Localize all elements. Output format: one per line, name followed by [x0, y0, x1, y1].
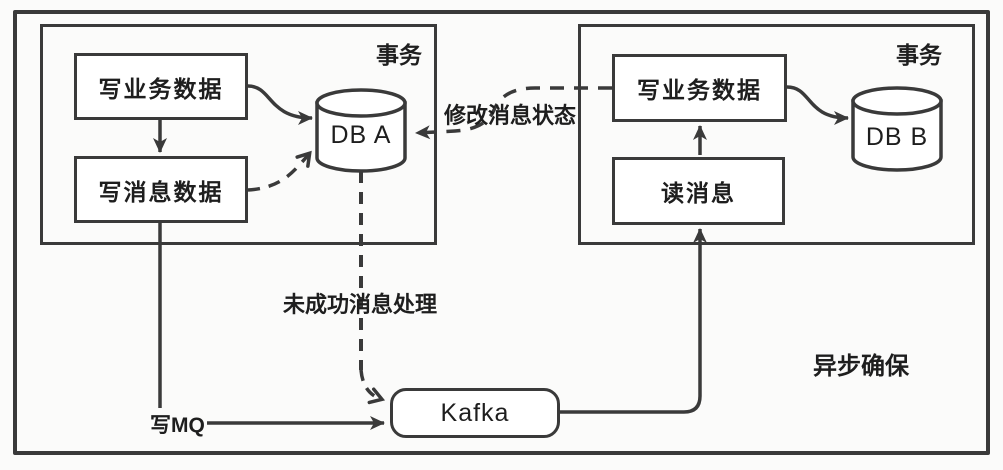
write-mq-label: 写MQ [150, 414, 205, 437]
unsuccessful-message-handling-label: 未成功消息处理 [282, 292, 437, 317]
left-transaction-label: 事务 [376, 42, 422, 68]
write-business-data-right-node: 写业务数据 [612, 54, 787, 122]
outer-border [13, 10, 990, 455]
read-message-node: 读消息 [612, 157, 785, 225]
db-a-label: DB A [330, 121, 392, 149]
async-ensure-label: 异步确保 [813, 353, 909, 380]
db-b-label: DB B [865, 123, 929, 151]
write-message-data-node: 写消息数据 [74, 156, 248, 223]
write-business-data-left-node: 写业务数据 [74, 53, 248, 120]
right-transaction-label: 事务 [896, 42, 942, 68]
modify-message-status-label: 修改消息状态 [443, 103, 576, 128]
kafka-node: Kafka [390, 388, 560, 438]
